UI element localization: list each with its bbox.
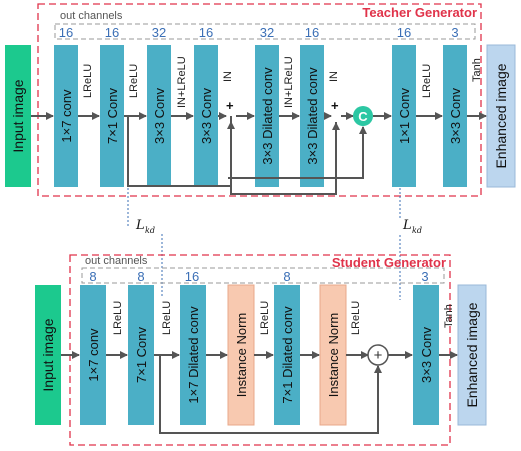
distillation-loss-right: L kd bbox=[402, 218, 422, 235]
student-side-label-2: LReLU bbox=[161, 301, 173, 335]
distillation-links bbox=[127, 188, 401, 300]
student-channel-4: 8 bbox=[283, 269, 290, 284]
svg-text:L: L bbox=[135, 218, 145, 233]
svg-text:L: L bbox=[402, 218, 412, 233]
student-side-label-4: LReLU bbox=[350, 301, 362, 335]
teacher-channel-1: 16 bbox=[59, 25, 73, 40]
student-block-instance-norm-a bbox=[227, 284, 255, 426]
teacher-block-3-label: 3×3 Conv bbox=[152, 87, 167, 144]
teacher-block-5-label: 3×3 Dilated conv bbox=[260, 67, 275, 165]
student-block-7x1-conv bbox=[128, 285, 154, 425]
student-out-channels-box bbox=[81, 267, 445, 284]
teacher-side-label-5: IN+LReLU bbox=[283, 56, 295, 108]
teacher-channel-5: 32 bbox=[260, 25, 274, 40]
student-side-label-5: Tanh bbox=[443, 304, 455, 328]
student-channel-1: 8 bbox=[89, 269, 96, 284]
teacher-channel-8: 3 bbox=[451, 25, 458, 40]
teacher-out-channels-box bbox=[54, 23, 476, 40]
distillation-loss-left: L kd bbox=[135, 218, 155, 235]
student-block-instance-norm-b bbox=[319, 284, 347, 426]
student-output-label: Enhanced image bbox=[464, 302, 480, 407]
student-output-block bbox=[457, 284, 487, 426]
teacher-block-3x3-conv-b bbox=[194, 45, 218, 187]
teacher-side-label-8: Tanh bbox=[471, 58, 483, 82]
teacher-side-label-4: IN bbox=[222, 71, 234, 82]
svg-text:kd: kd bbox=[145, 226, 155, 235]
teacher-side-label-1: LReLU bbox=[82, 64, 94, 98]
student-block-3x3-conv-out bbox=[413, 285, 439, 425]
teacher-channel-4: 16 bbox=[199, 25, 213, 40]
teacher-plus-2: + bbox=[331, 98, 339, 113]
teacher-side-label-2: LReLU bbox=[128, 64, 140, 98]
student-channel-3: 16 bbox=[185, 269, 199, 284]
teacher-concat-label: C bbox=[358, 109, 368, 124]
teacher-frame bbox=[37, 3, 482, 197]
student-block-7-label: 3×3 Conv bbox=[419, 326, 434, 383]
student-add-label: + bbox=[374, 347, 383, 364]
student-block-1-label: 1×7 conv bbox=[86, 328, 101, 382]
teacher-input-label: Input image bbox=[10, 79, 26, 152]
student-title: Student Generator bbox=[332, 255, 446, 270]
teacher-out-channels-label: out channels bbox=[60, 10, 123, 22]
student-frame bbox=[69, 254, 451, 446]
student-input-block bbox=[35, 285, 61, 425]
student-channel-2: 8 bbox=[137, 269, 144, 284]
teacher-output-block bbox=[486, 44, 516, 188]
teacher-channel-3: 32 bbox=[152, 25, 166, 40]
teacher-side-label-3: IN+LReLU bbox=[176, 56, 188, 108]
teacher-block-7-label: 1×1 Conv bbox=[397, 87, 412, 144]
student-side-label-1: LReLU bbox=[112, 301, 124, 335]
student-input-label: Input image bbox=[40, 318, 56, 391]
student-flow-arrows bbox=[61, 351, 458, 434]
teacher-concat-node bbox=[353, 106, 373, 126]
student-side-label-3: LReLU bbox=[259, 301, 271, 335]
teacher-channel-2: 16 bbox=[105, 25, 119, 40]
teacher-channel-7: 16 bbox=[397, 25, 411, 40]
teacher-block-dilated-conv-a bbox=[255, 45, 279, 187]
teacher-channel-6: 16 bbox=[305, 25, 319, 40]
student-block-3-label: 1×7 Dilated conv bbox=[186, 306, 201, 404]
teacher-block-2-label: 7×1 Conv bbox=[105, 87, 120, 144]
student-block-4-label: Instance Norm bbox=[234, 313, 249, 398]
teacher-block-7x1-conv bbox=[100, 45, 124, 187]
student-out-channels-label: out channels bbox=[85, 255, 148, 267]
student-block-2-label: 7×1 Conv bbox=[134, 326, 149, 383]
teacher-input-block bbox=[5, 45, 31, 187]
student-channel-5: 3 bbox=[421, 269, 428, 284]
teacher-block-3x3-conv-out bbox=[443, 45, 467, 187]
teacher-output-label: Enhanced image bbox=[493, 63, 509, 168]
student-block-6-label: Instance Norm bbox=[326, 313, 341, 398]
teacher-block-6-label: 3×3 Dilated conv bbox=[305, 67, 320, 165]
teacher-block-1-label: 1×7 conv bbox=[59, 89, 74, 143]
student-add-node bbox=[367, 344, 389, 366]
teacher-block-dilated-conv-b bbox=[300, 45, 324, 187]
teacher-block-8-label: 3×3 Conv bbox=[448, 87, 463, 144]
teacher-block-1x7-conv bbox=[54, 45, 78, 187]
teacher-block-3x3-conv-a bbox=[147, 45, 171, 187]
student-block-1x7-conv bbox=[80, 285, 106, 425]
teacher-side-label-6: IN bbox=[328, 71, 340, 82]
teacher-title: Teacher Generator bbox=[362, 5, 477, 20]
student-block-5-label: 7×1 Dilated conv bbox=[280, 306, 295, 404]
teacher-block-4-label: 3×3 Conv bbox=[199, 87, 214, 144]
student-block-1x7-dilated-conv bbox=[180, 285, 206, 425]
svg-text:kd: kd bbox=[412, 226, 422, 235]
teacher-block-1x1-conv bbox=[392, 45, 416, 187]
teacher-plus-1: + bbox=[226, 98, 234, 113]
teacher-flow-arrows bbox=[31, 112, 487, 195]
student-block-7x1-dilated-conv bbox=[274, 285, 300, 425]
teacher-side-label-7: LReLU bbox=[421, 64, 433, 98]
